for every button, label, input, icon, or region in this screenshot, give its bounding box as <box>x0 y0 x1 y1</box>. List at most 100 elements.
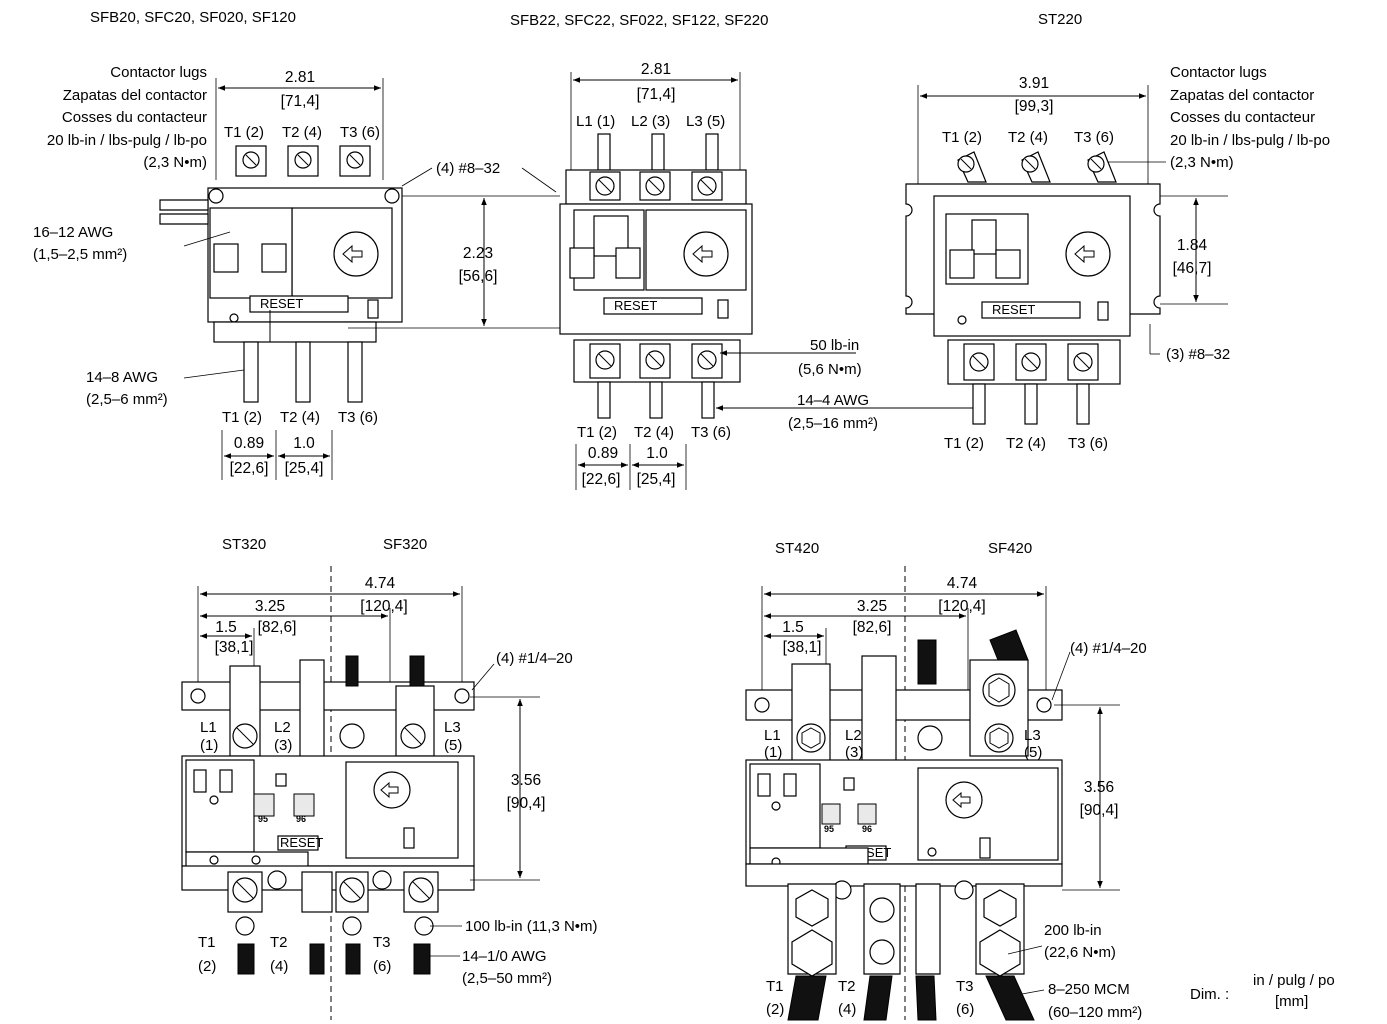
width-mid-in: 3.25 <box>255 598 285 615</box>
screws-callout: (4) #8–32 <box>401 160 557 193</box>
diagram-sfb22: SFB22, SFC22, SF022, SF122, SF220 2.81 [… <box>348 12 974 490</box>
contact-96: 96 <box>862 824 872 834</box>
top-terminal-l3: L3 (5) <box>686 113 725 130</box>
label-t2: T2 <box>838 978 856 995</box>
top-terminal-t3: T3 (6) <box>340 124 380 141</box>
top-terminal-t1: T1 (2) <box>942 129 982 146</box>
label-l1: L1 <box>764 727 781 744</box>
lugs-torque-metric: (2,3 N•m) <box>1170 154 1234 171</box>
title-left: ST320 <box>222 536 266 553</box>
label-t2-num: (4) <box>270 958 288 975</box>
width-in: 2.81 <box>641 61 671 78</box>
units-imperial: in / pulg / po <box>1253 972 1335 989</box>
width-mm: [71,4] <box>281 93 320 110</box>
height-in: 2.23 <box>463 245 493 262</box>
wire-callout: 14–4 AWG (2,5–16 mm²) <box>716 392 974 432</box>
units-metric: [mm] <box>1275 993 1308 1010</box>
height-dimension: 3.56 [90,4] <box>1054 704 1120 891</box>
bottom-terminal-t1: T1 (2) <box>222 409 262 426</box>
width-in: 3.91 <box>1019 75 1049 92</box>
height-mm: [56,6] <box>459 268 498 285</box>
title-right: SF320 <box>383 536 427 553</box>
top-terminal-t3: T3 (6) <box>1074 129 1114 146</box>
screws-label: (4) #1/4–20 <box>1070 640 1147 657</box>
pitch-dimension: 0.89 [22,6] 1.0 [25,4] <box>221 430 333 480</box>
lugs-label-fr: Cosses du contacteur <box>1170 109 1315 126</box>
reset-button-label: RESET <box>260 296 303 311</box>
bottom-wire-mm: (2,5–6 mm²) <box>86 391 168 408</box>
height-in: 3.56 <box>1084 779 1114 796</box>
label-t2-num: (4) <box>838 1001 856 1018</box>
bottom-terminal-t1: T1 (2) <box>944 435 984 452</box>
wire-mm: (2,5–50 mm²) <box>462 970 552 987</box>
pitch-dimension: 0.89 [22,6] 1.0 [25,4] <box>575 444 687 490</box>
top-terminal-t2: T2 (4) <box>1008 129 1048 146</box>
pitch1-mm: [22,6] <box>230 460 269 477</box>
bottom-terminal-t2: T2 (4) <box>634 424 674 441</box>
lugs-label-en: Contactor lugs <box>110 64 207 81</box>
contact-95: 95 <box>258 814 268 824</box>
width-mid-mm: [82,6] <box>853 619 892 636</box>
wire-awg: 16–12 AWG <box>33 224 113 241</box>
wire-mm: (2,5–16 mm²) <box>788 415 878 432</box>
bottom-terminal-t3: T3 (6) <box>338 409 378 426</box>
width-small-in: 1.5 <box>782 619 804 636</box>
lugs-torque-metric: (2,3 N•m) <box>143 154 207 171</box>
label-l1-num: (1) <box>200 737 218 754</box>
screws-label: (3) #8–32 <box>1166 346 1230 363</box>
label-l2-num: (3) <box>274 737 292 754</box>
torque-label: 200 lb-in <box>1044 922 1102 939</box>
lugs-torque: 20 lb-in / lbs-pulg / lb-po <box>1170 132 1330 149</box>
width-small-in: 1.5 <box>215 619 237 636</box>
label-l1: L1 <box>200 719 217 736</box>
label-l3-num: (5) <box>1024 744 1042 761</box>
label-l2-num: (3) <box>845 744 863 761</box>
contact-95: 95 <box>824 824 834 834</box>
wire-mm: (1,5–2,5 mm²) <box>33 246 127 263</box>
diagram-st320-sf320: ST320 SF320 4.74 [120,4] 3.25 [82,6] 1.5… <box>181 536 598 1020</box>
label-t3-num: (6) <box>956 1001 974 1018</box>
width-small-mm: [38,1] <box>215 639 254 656</box>
width-dimension: 3.91 [99,3] <box>917 75 1149 190</box>
diagram-title: SFB22, SFC22, SF022, SF122, SF220 <box>510 12 768 29</box>
width-total-mm: [120,4] <box>360 598 407 615</box>
label-t3-num: (6) <box>373 958 391 975</box>
lugs-label-fr: Cosses du contacteur <box>62 109 207 126</box>
relay-body: RESET <box>559 133 753 419</box>
width-mid-in: 3.25 <box>857 598 887 615</box>
height-mm: [46,7] <box>1173 260 1212 277</box>
label-t3: T3 <box>373 934 391 951</box>
label-l3-num: (5) <box>444 737 462 754</box>
height-dimension: 3.56 [90,4] <box>470 696 545 881</box>
screws-label: (4) #1/4–20 <box>496 650 573 667</box>
width-total-in: 4.74 <box>365 575 396 592</box>
diagram-title: ST220 <box>1038 11 1082 28</box>
relay-body: RESET <box>905 151 1161 425</box>
diagram-title: SFB20, SFC20, SF020, SF120 <box>90 9 296 26</box>
pitch2-mm: [25,4] <box>285 460 324 477</box>
pitch1-in: 0.89 <box>234 435 264 452</box>
bottom-terminal-t3: T3 (6) <box>691 424 731 441</box>
screws-label: (4) #8–32 <box>436 160 500 177</box>
title-left: ST420 <box>775 540 819 557</box>
height-in: 3.56 <box>511 772 541 789</box>
lugs-torque: 20 lb-in / lbs-pulg / lb-po <box>47 132 207 149</box>
wire-awg: 14–1/0 AWG <box>462 948 547 965</box>
label-t3: T3 <box>956 978 974 995</box>
wire-mcm: 8–250 MCM <box>1048 981 1130 998</box>
label-t1: T1 <box>198 934 216 951</box>
relay-body: 95 96 RESET <box>181 655 475 975</box>
width-dimensions: 4.74 [120,4] 3.25 [82,6] 1.5 [38,1] <box>761 575 1047 700</box>
top-terminal-t1: T1 (2) <box>224 124 264 141</box>
width-dimension: 2.81 [71,4] <box>215 69 384 180</box>
torque-callout: 50 lb-in (5,6 N•m) <box>720 337 862 378</box>
top-terminal-t2: T2 (4) <box>282 124 322 141</box>
title-right: SF420 <box>988 540 1032 557</box>
bottom-terminal-t2: T2 (4) <box>280 409 320 426</box>
reset-button-label: RESET <box>614 298 657 313</box>
reset-button-label: RESET <box>280 835 323 850</box>
top-terminal-l1: L1 (1) <box>576 113 615 130</box>
wire-mm: (60–120 mm²) <box>1048 1004 1142 1021</box>
contact-96: 96 <box>296 814 306 824</box>
units-legend: Dim. : in / pulg / po [mm] <box>1190 972 1335 1010</box>
